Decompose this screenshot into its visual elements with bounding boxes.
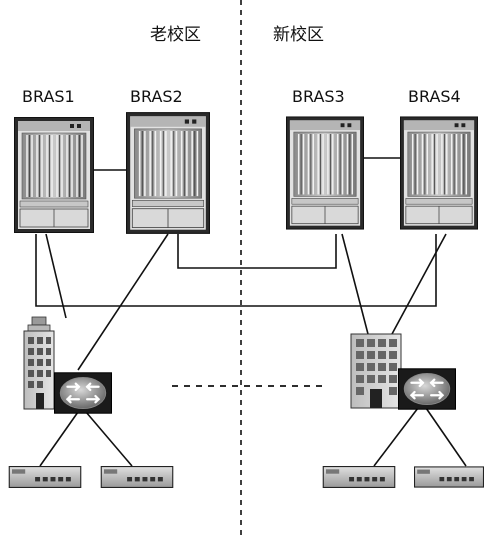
bras2-label: BRAS2 (130, 87, 183, 106)
bras4-label: BRAS4 (408, 87, 461, 106)
links-layer (35, 157, 467, 467)
link-bras2-bras3 (177, 234, 337, 269)
link-bras2-old-router (77, 233, 169, 371)
new-campus-switch-2-icon (414, 466, 484, 488)
link-bras1-old-building (45, 233, 67, 319)
new-campus-building-icon (350, 333, 402, 409)
new-campus-router-icon (398, 368, 456, 410)
bras3-label: BRAS3 (292, 87, 345, 106)
new-campus-switch-1-icon (322, 466, 396, 488)
link-old-router-switch1 (39, 411, 79, 467)
bras2-chassis-icon (126, 112, 210, 234)
old-campus-switch-2-icon (100, 466, 174, 488)
link-bras4-new-router (391, 233, 447, 335)
old-campus-label: 老校区 (150, 25, 201, 45)
link-bras1-bras4-ring (35, 234, 437, 307)
old-campus-building-icon (23, 316, 55, 410)
bras1-chassis-icon (14, 116, 94, 234)
link-new-router-switch1 (373, 407, 419, 467)
link-old-router-switch2 (85, 411, 133, 467)
link-new-router-switch2 (425, 407, 467, 467)
link-bras3-new-building (341, 233, 369, 335)
new-campus-label: 新校区 (273, 25, 324, 45)
bras1-label: BRAS1 (22, 87, 75, 106)
bras3-chassis-icon (286, 116, 364, 230)
old-campus-router-icon (54, 372, 112, 414)
old-campus-switch-1-icon (8, 466, 82, 488)
bras4-chassis-icon (400, 116, 478, 230)
